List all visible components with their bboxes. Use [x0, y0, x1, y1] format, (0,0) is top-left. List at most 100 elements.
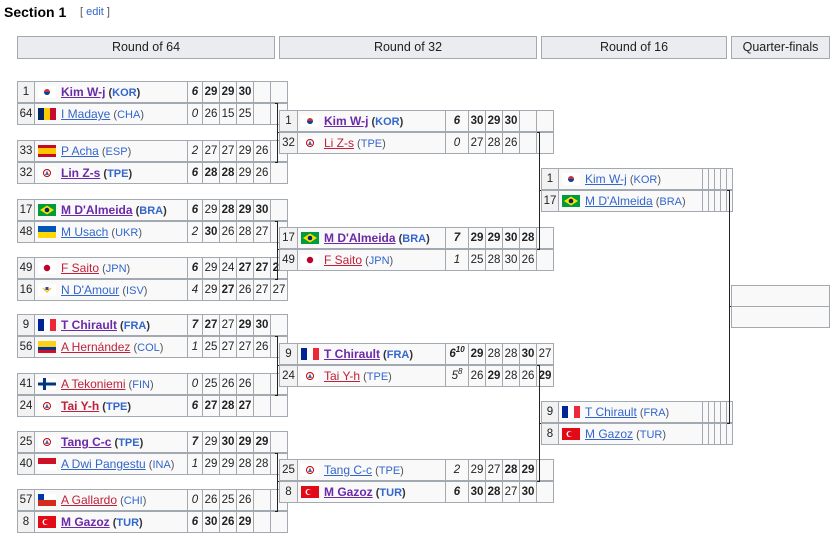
player-link[interactable]: Tang C-c [324, 463, 373, 477]
country-link[interactable]: BRA [139, 205, 164, 217]
player-name-cell: A Gallardo (CHI) [34, 489, 188, 511]
player-name-cell: Li Z-s (TPE) [297, 132, 446, 154]
country-link[interactable]: FRA [386, 349, 410, 361]
country-link[interactable]: TUR [639, 429, 663, 441]
set-score: 28 [219, 199, 237, 221]
player-link[interactable]: N D'Amour [61, 283, 120, 297]
set-score: 26 [502, 132, 520, 154]
set-score: 28 [485, 249, 503, 271]
player-link[interactable]: M Gazoz [324, 485, 373, 499]
set-score: 27 [270, 279, 288, 301]
bracket-line [537, 481, 540, 482]
country-link[interactable]: TUR [116, 517, 140, 529]
player-link[interactable]: M D'Almeida [324, 231, 396, 245]
country-link[interactable]: TUR [379, 487, 403, 499]
flag-tur-icon [301, 484, 319, 498]
player-link[interactable]: Tai Y-h [61, 399, 100, 413]
score-value: 26 [255, 341, 269, 353]
set-score: 30 [519, 343, 537, 365]
player-link[interactable]: M D'Almeida [61, 203, 133, 217]
score-value: 25 [238, 108, 252, 120]
country-link[interactable]: TPE [105, 401, 128, 413]
player-link[interactable]: F Saito [324, 253, 363, 267]
score-value: 28 [504, 348, 518, 360]
country-link[interactable]: ESP [105, 146, 128, 158]
country-link[interactable]: INA [152, 459, 171, 471]
country-link[interactable]: BRA [402, 233, 427, 245]
player-link[interactable]: A Tekoniemi [61, 377, 126, 391]
player-link[interactable]: F Saito [61, 261, 100, 275]
country-link[interactable]: ISV [126, 285, 144, 297]
country-link[interactable]: FRA [123, 320, 147, 332]
set-score [536, 481, 554, 503]
country-link[interactable]: FRA [643, 407, 666, 419]
player-link[interactable]: A Hernández [61, 340, 131, 354]
set-score: 0 [187, 373, 203, 395]
country-open: ( [99, 401, 106, 413]
country-link[interactable]: KOR [112, 87, 137, 99]
country-link[interactable]: TPE [366, 371, 389, 383]
score-value: 30 [204, 226, 218, 238]
player-link[interactable]: Tang C-c [61, 435, 112, 449]
country-link[interactable]: TPE [118, 437, 140, 449]
country-link[interactable]: UKR [115, 227, 139, 239]
flag-tur-icon [38, 514, 56, 528]
player-link[interactable]: I Madaye [61, 107, 111, 121]
player-link[interactable]: T Chirault [585, 405, 637, 419]
bracket-line [277, 365, 279, 366]
player-link[interactable]: Lin Z-s [61, 166, 101, 180]
player-name-cell: F Saito (JPN) [34, 257, 188, 279]
player-link[interactable]: A Dwi Pangestu [61, 457, 146, 471]
country-link[interactable]: FIN [132, 379, 150, 391]
country-link[interactable]: BRA [659, 196, 682, 208]
country-link[interactable]: TPE [107, 168, 129, 180]
set-score [536, 110, 554, 132]
set-score: 25 [236, 103, 254, 125]
set-score [270, 314, 288, 336]
player-link[interactable]: T Chirault [61, 318, 117, 332]
country-close: ) [143, 285, 148, 297]
country-close: ) [389, 255, 394, 267]
flag-tpe-icon [301, 135, 319, 149]
country-link[interactable]: CHI [123, 495, 143, 507]
player-link[interactable]: Kim W-j [61, 85, 106, 99]
edit-link[interactable]: edit [86, 6, 104, 18]
country-link[interactable]: KOR [375, 116, 400, 128]
country-close: ) [657, 174, 662, 186]
set-score: 30 [502, 227, 520, 249]
player-link[interactable]: M Gazoz [585, 427, 634, 441]
score-value: 28 [255, 458, 269, 470]
country-link[interactable]: JPN [368, 255, 390, 267]
set-score: 29 [219, 81, 237, 103]
score-value: 0 [191, 494, 199, 506]
score-value: 30 [221, 436, 235, 448]
player-link[interactable]: Tai Y-h [324, 369, 361, 383]
match-r64-4: 49F Saito (JPN)6292427272816N D'Amour (I… [17, 257, 288, 301]
score-value: 26 [255, 167, 269, 179]
player-link[interactable]: P Acha [61, 144, 99, 158]
country-link[interactable]: TPE [360, 138, 383, 150]
player-link[interactable]: Kim W-j [585, 172, 627, 186]
player-link[interactable]: M D'Almeida [585, 194, 653, 208]
player-link[interactable]: A Gallardo [61, 493, 118, 507]
set-score: 29 [236, 511, 254, 533]
player-link[interactable]: Li Z-s [324, 136, 354, 150]
score-value: 30 [470, 486, 484, 498]
set-score [253, 81, 271, 103]
score-value: 6 [191, 516, 199, 528]
player-link[interactable]: T Chirault [324, 347, 380, 361]
country-link[interactable]: JPN [105, 263, 127, 275]
country-close: ) [382, 138, 386, 150]
player-link[interactable]: M Usach [61, 225, 109, 239]
country-link[interactable]: CHA [117, 109, 141, 121]
player-link[interactable]: Kim W-j [324, 114, 369, 128]
score-value: 27 [470, 137, 484, 149]
player-link[interactable]: M Gazoz [61, 515, 110, 529]
country-link[interactable]: KOR [633, 174, 658, 186]
country-link[interactable]: COL [137, 342, 160, 354]
country-link[interactable]: TPE [378, 465, 401, 477]
